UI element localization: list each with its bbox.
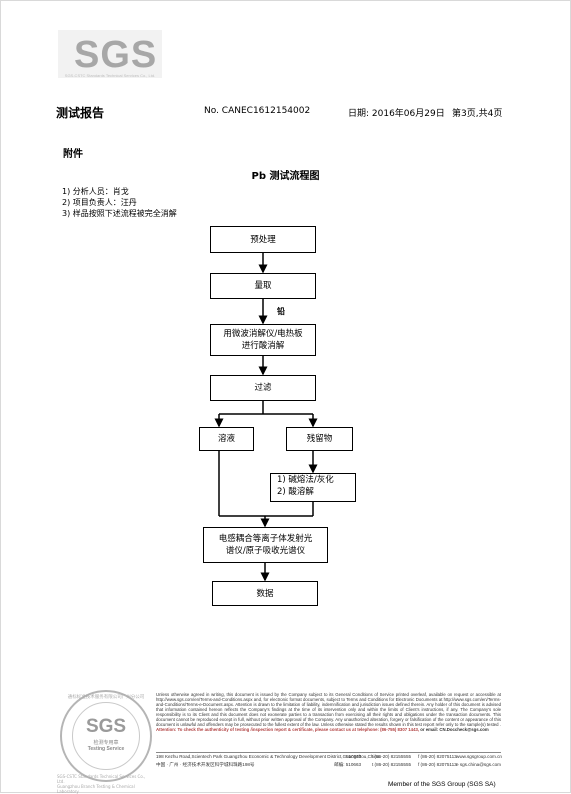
sgs-logo: SGS — [74, 34, 158, 76]
sgs-group-member: Member of the SGS Group (SGS SA) — [388, 781, 496, 788]
seal-arc-text: 通标标准技术服务有限公司广州分公司 — [67, 695, 145, 700]
legal-text: Unless otherwise agreed in writing, this… — [156, 692, 501, 727]
box-residue: 残留物 — [286, 427, 353, 451]
note-item: 3) 样品按照下述流程被完全消解 — [62, 209, 177, 218]
report-date: 日期: 2016年06月29日 — [348, 109, 445, 119]
flowchart-title: Pb 测试流程图 — [251, 171, 320, 182]
box-filter: 过滤 — [210, 375, 316, 401]
box-residue-treatment: 1) 碱熔法/灰化 2) 酸溶解 — [270, 473, 356, 502]
sgs-logo-background — [58, 30, 162, 78]
report-number: No. CANEC1612154002 — [204, 106, 311, 116]
icp-line-1: 电感耦合等离子体发射光 — [218, 534, 313, 544]
authenticity-notice: Attention: To check the authenticity of … — [156, 727, 420, 732]
footer-divider — [156, 752, 501, 753]
side-label: 铅 — [277, 307, 285, 316]
seal-cn-text: 检测专用章 — [93, 740, 119, 746]
authenticity-email: or email: CN.Doccheck@sgs.com — [420, 727, 489, 732]
treat-line-1: 1) 碱熔法/灰化 — [277, 475, 334, 485]
digest-line-2: 进行酸消解 — [241, 341, 285, 351]
notes-list: 1) 分析人员：肖戈 2) 项目负责人：汪丹 3) 样品按照下述流程被完全消解 — [62, 186, 177, 219]
box-solution: 溶液 — [199, 427, 254, 451]
note-item: 2) 项目负责人：汪丹 — [62, 198, 137, 207]
page-indicator: 第3页,共4页 — [452, 109, 503, 119]
box-weigh: 量取 — [210, 273, 316, 299]
box-acid-digestion: 用微波消解仪/电热板 进行酸消解 — [210, 324, 316, 356]
treat-line-2: 2) 酸溶解 — [277, 487, 314, 497]
box-data: 数据 — [212, 581, 318, 606]
report-title: 测试报告 — [56, 106, 105, 120]
annex-heading: 附件 — [63, 149, 83, 160]
seal-logo: SGS — [85, 716, 127, 737]
box-icp-aas: 电感耦合等离子体发射光 谱仪/原子吸收光谱仪 — [203, 527, 328, 563]
sgs-logo-subtext: SGS-CSTC Standards Technical Services Co… — [64, 73, 156, 78]
company-name-side: SGS-CSTC Standards Technical Services Co… — [57, 774, 146, 794]
digest-line-1: 用微波消解仪/电热板 — [223, 329, 303, 339]
legal-disclaimer: Unless otherwise agreed in writing, this… — [156, 692, 501, 732]
icp-line-2: 谱仪/原子吸收光谱仪 — [225, 546, 306, 556]
note-item: 1) 分析人员：肖戈 — [62, 187, 129, 196]
seal-inner-ring — [72, 702, 140, 770]
box-pretreatment: 预处理 — [210, 226, 316, 253]
testing-seal: 通标标准技术服务有限公司广州分公司 SGS 检测专用章 Testing Serv… — [60, 690, 152, 782]
seal-en-text: Testing Service — [87, 746, 125, 752]
